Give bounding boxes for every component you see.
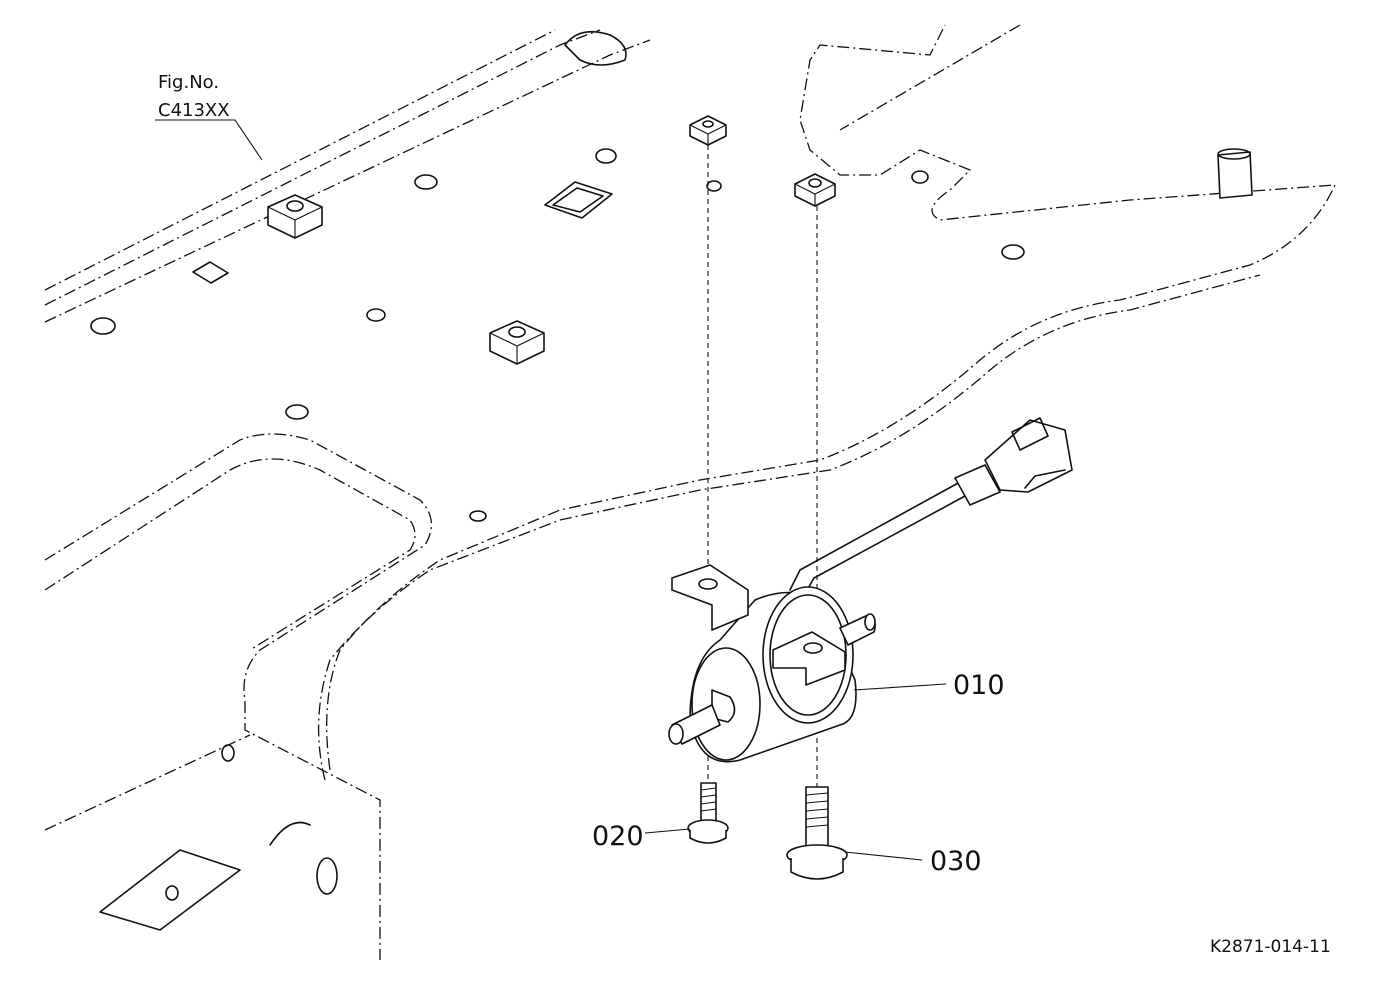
callout-010: 010	[953, 670, 1005, 701]
bolt-030	[786, 786, 848, 880]
bolt-020	[687, 782, 729, 844]
callout-020: 020	[592, 821, 644, 852]
leader-lines	[155, 119, 947, 861]
fuel-pump	[668, 417, 1073, 763]
callout-030: 030	[930, 846, 982, 877]
frame-holes	[90, 30, 1025, 931]
chassis-frame	[44, 24, 1337, 960]
figure-reference-line2: C413XX	[158, 100, 230, 121]
weld-nuts	[267, 115, 1253, 365]
drawing-code: K2871-014-11	[1210, 937, 1331, 957]
figure-reference-line1: Fig.No.	[158, 72, 219, 93]
